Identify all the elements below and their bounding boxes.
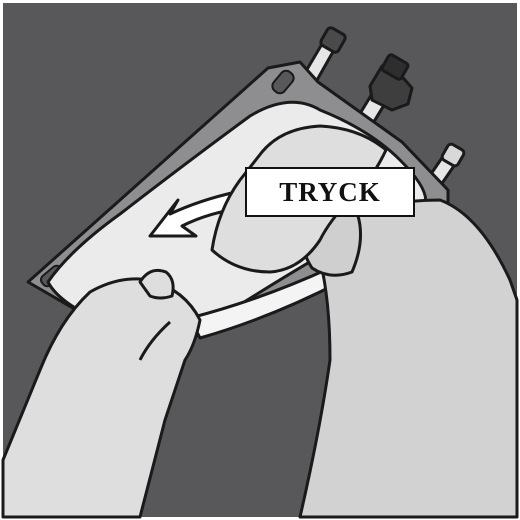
push-label: TRYCK <box>245 167 415 217</box>
